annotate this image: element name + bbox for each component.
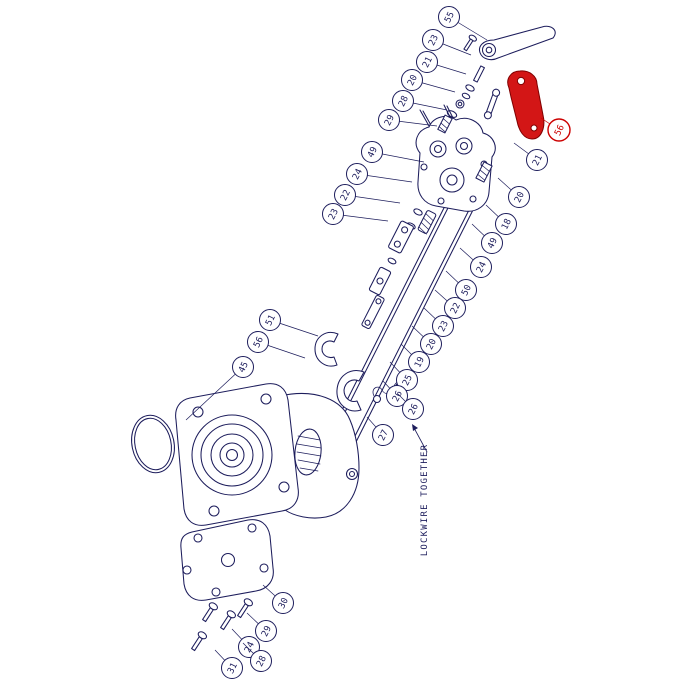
callout-49: 49 (471, 223, 503, 254)
spacer-plate (361, 294, 385, 330)
cover-screws (191, 598, 253, 652)
assembly-artwork (131, 25, 556, 652)
top-lever (479, 25, 556, 61)
svg-text:30: 30 (277, 596, 291, 610)
svg-text:45: 45 (237, 360, 251, 374)
svg-text:50: 50 (460, 283, 474, 297)
svg-text:56: 56 (553, 123, 567, 137)
callout-26: 26 (382, 380, 408, 407)
callout-23: 23 (322, 203, 389, 225)
guide-block-lower (368, 266, 392, 296)
callout-21: 21 (513, 142, 548, 171)
svg-text:28: 28 (397, 94, 411, 108)
svg-text:23: 23 (327, 207, 341, 221)
lockwire-note: LOCKWIRE TOGETHER (420, 444, 430, 557)
svg-text:22: 22 (449, 301, 463, 315)
callout-29: 29 (378, 109, 438, 131)
svg-text:25: 25 (401, 373, 415, 387)
detent-spring (417, 210, 437, 235)
svg-text:49: 49 (366, 145, 380, 159)
callout-20: 20 (411, 325, 442, 355)
callout-21: 21 (416, 51, 467, 75)
svg-text:20: 20 (513, 190, 527, 204)
svg-text:19: 19 (413, 355, 427, 369)
note-leader (412, 424, 428, 453)
callout-24: 24 (346, 163, 413, 185)
callout-19: 19 (400, 343, 430, 373)
svg-text:27: 27 (377, 428, 391, 442)
svg-text:56: 56 (252, 335, 266, 349)
callout-23: 23 (422, 29, 472, 56)
svg-text:29: 29 (383, 113, 397, 127)
svg-text:51: 51 (264, 313, 278, 327)
callout-layer: 5523212028294924222351564556212018492450… (185, 6, 571, 679)
shift-rods (333, 191, 475, 443)
callout-56-highlighted: 56 (540, 117, 571, 142)
svg-text:18: 18 (500, 217, 514, 231)
callout-20: 20 (497, 177, 530, 208)
callout-49: 49 (361, 141, 425, 163)
shift-fork-large (336, 370, 365, 412)
svg-text:24: 24 (475, 260, 489, 274)
svg-text:24: 24 (351, 167, 365, 181)
callout-22: 22 (434, 289, 466, 319)
svg-text:31: 31 (226, 661, 240, 675)
svg-text:49: 49 (486, 236, 500, 250)
callout-31: 31 (214, 649, 243, 679)
callout-24: 24 (231, 628, 260, 658)
callout-27: 27 (366, 416, 394, 446)
callout-56: 56 (247, 331, 306, 359)
callout-23: 23 (423, 307, 454, 337)
svg-text:23: 23 (427, 33, 441, 47)
svg-text:26: 26 (391, 389, 405, 403)
guide-block-upper (388, 220, 414, 254)
callout-20: 20 (401, 69, 456, 93)
svg-text:21: 21 (421, 55, 435, 69)
callout-22: 22 (334, 184, 401, 206)
svg-text:26: 26 (407, 402, 421, 416)
svg-text:20: 20 (425, 337, 439, 351)
callout-25: 25 (389, 361, 418, 391)
svg-text:20: 20 (406, 73, 420, 87)
callout-29: 29 (246, 612, 277, 642)
highlighted-lever-part-56 (507, 70, 545, 140)
bottom-cover-plate (180, 519, 274, 601)
callout-24: 24 (459, 247, 492, 278)
callout-50: 50 (445, 270, 477, 301)
svg-text:23: 23 (437, 319, 451, 333)
svg-text:29: 29 (260, 624, 274, 638)
svg-text:21: 21 (531, 153, 545, 167)
shift-fork-small (314, 332, 339, 367)
o-ring-seal (131, 414, 175, 474)
callout-45: 45 (185, 356, 254, 421)
mounting-flange (175, 383, 299, 526)
svg-text:22: 22 (339, 188, 353, 202)
callout-18: 18 (485, 204, 517, 235)
svg-text:55: 55 (443, 10, 457, 24)
callout-30: 30 (262, 584, 294, 614)
selector-housing (415, 104, 496, 212)
svg-text:24: 24 (243, 640, 257, 654)
linkage-hardware (437, 34, 501, 134)
callout-51: 51 (259, 309, 319, 337)
callout-55: 55 (438, 6, 488, 41)
svg-text:28: 28 (255, 654, 269, 668)
callout-26: 26 (397, 393, 424, 420)
callout-28: 28 (242, 642, 272, 672)
callout-28: 28 (392, 90, 448, 112)
